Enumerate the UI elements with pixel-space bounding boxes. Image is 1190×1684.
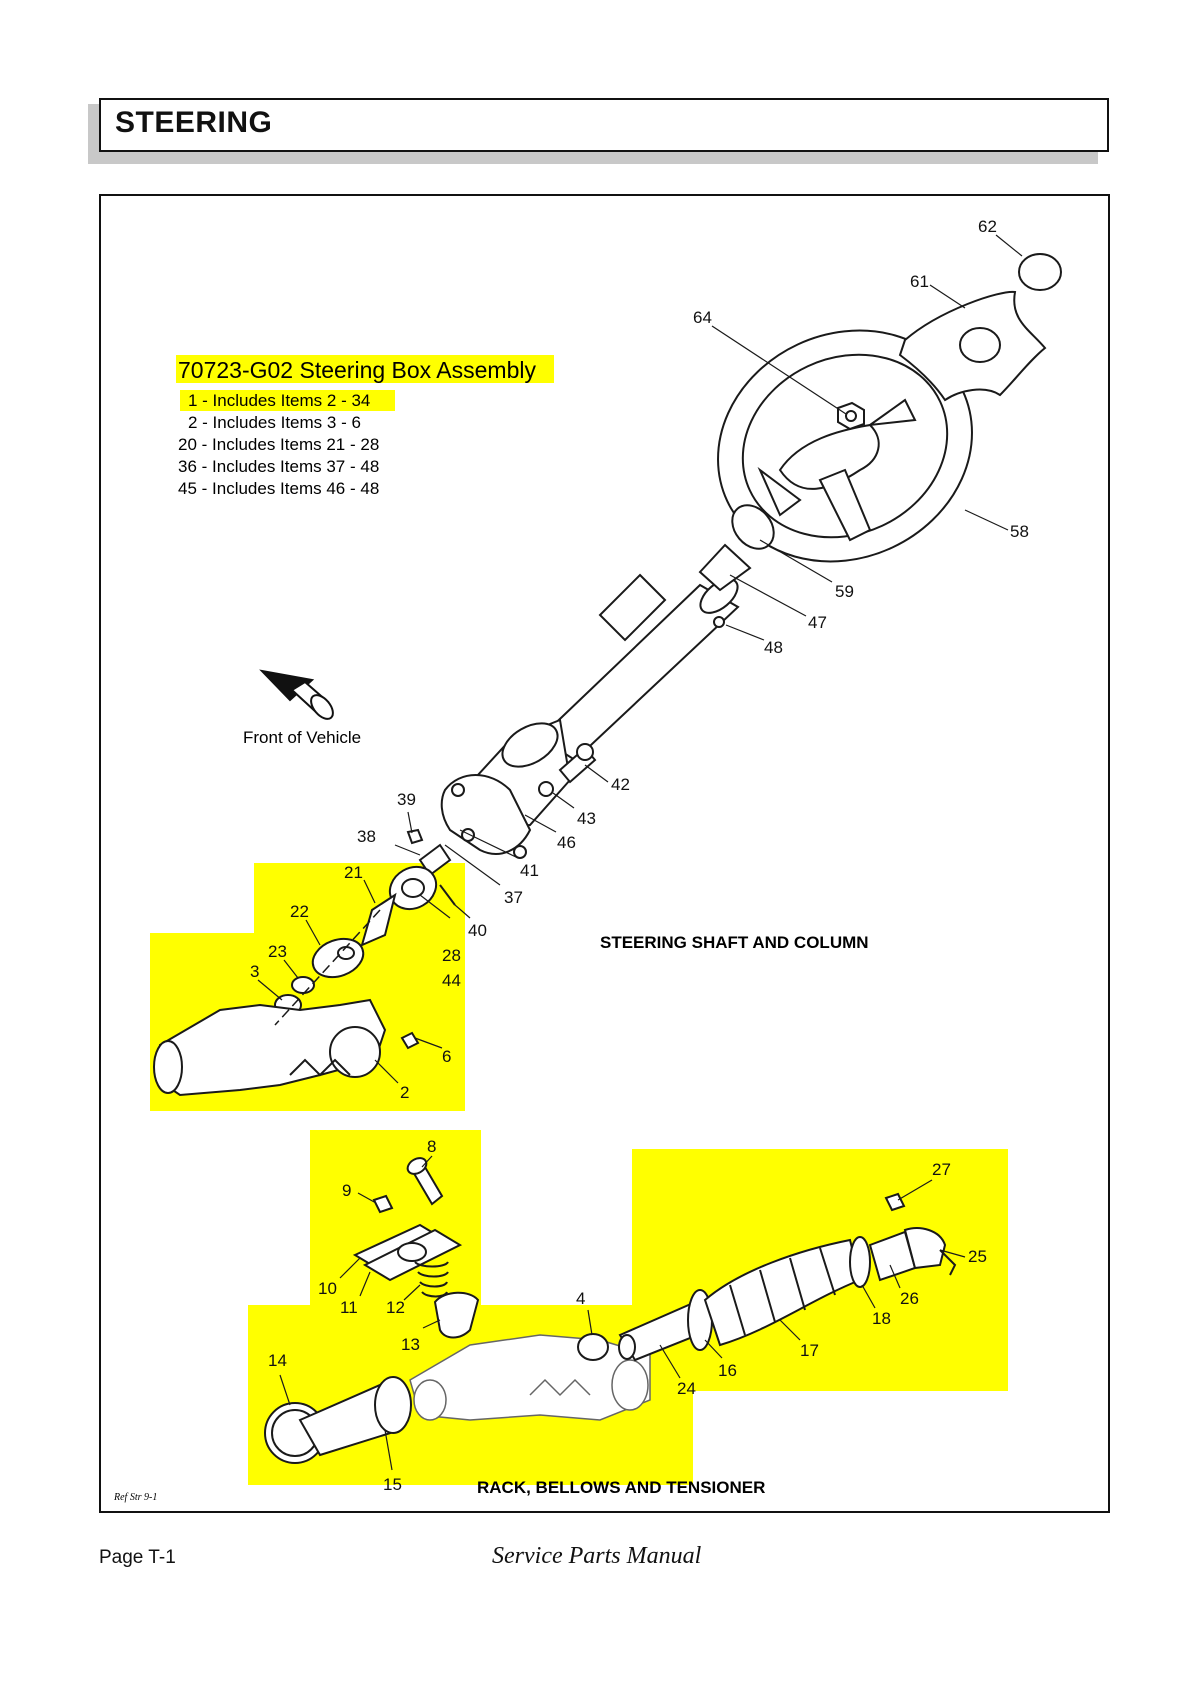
diagram-frame (99, 194, 1110, 1513)
part-label: 22 (290, 902, 309, 921)
part-label: 27 (932, 1160, 951, 1179)
part-label: 15 (383, 1475, 402, 1494)
part-label: 48 (764, 638, 783, 657)
steering-box-assembly (153, 865, 438, 1097)
part-label: 40 (468, 921, 487, 940)
clamp-18 (849, 1236, 871, 1288)
part-label: 41 (520, 861, 539, 880)
tie-rod-end-25 (903, 1227, 947, 1270)
manual-title: Service Parts Manual (492, 1543, 702, 1569)
spring-12 (414, 1261, 449, 1298)
legend-title-highlight (176, 355, 554, 383)
part-label: 47 (808, 613, 827, 632)
legend-line-4: 36 - Includes Items 37 - 48 (178, 457, 379, 476)
part-label: 64 (693, 308, 712, 327)
part-label: 17 (800, 1341, 819, 1360)
legend-line-3: 20 - Includes Items 21 - 28 (178, 435, 379, 454)
highlight-tensioner (310, 1130, 481, 1310)
legend-line-1: 1 - Includes Items 2 - 34 (188, 391, 370, 410)
pinion-21 (360, 892, 397, 947)
fitting-9 (372, 1194, 394, 1214)
part-label: 59 (835, 582, 854, 601)
part-label: 6 (442, 1047, 451, 1066)
yoke-13 (433, 1291, 480, 1339)
rack-assembly (264, 1192, 957, 1464)
part-label: 46 (557, 833, 576, 852)
fitting-27 (884, 1192, 906, 1212)
part-label: 43 (577, 809, 596, 828)
ref-note: Ref Str 9-1 (113, 1492, 157, 1503)
part-label: 4 (576, 1289, 585, 1308)
assembly-title: 70723-G02 Steering Box Assembly (178, 357, 536, 383)
part-label: 25 (968, 1247, 987, 1266)
part-label: 3 (250, 962, 259, 981)
page-title: STEERING (115, 106, 273, 139)
part-label: 14 (268, 1351, 287, 1370)
part-label: 9 (342, 1181, 351, 1200)
ring-23 (291, 976, 315, 994)
part-label: 8 (427, 1137, 436, 1156)
part-label: 10 (318, 1279, 337, 1298)
part-label: 23 (268, 942, 287, 961)
center-cap (1018, 253, 1062, 291)
page-number: Page T-1 (99, 1547, 176, 1568)
part-label: 61 (910, 272, 929, 291)
part-label: 42 (611, 775, 630, 794)
part-label: 37 (504, 888, 523, 907)
part-label: 21 (344, 863, 363, 882)
legend-line-5: 45 - Includes Items 46 - 48 (178, 479, 379, 498)
part-label: 62 (978, 217, 997, 236)
part-label: 16 (718, 1361, 737, 1380)
part-label: 11 (340, 1298, 358, 1317)
legend-line1-highlight (180, 390, 395, 411)
bushing-4 (577, 1333, 609, 1361)
leader-lines (257, 234, 1023, 1471)
part-label: 39 (397, 790, 416, 809)
rack-section-title: RACK, BELLOWS AND TENSIONER (477, 1478, 765, 1497)
part-label: 13 (401, 1335, 420, 1354)
part-label: 58 (1010, 522, 1029, 541)
section-header: STEERING (99, 98, 1109, 152)
part-label: 2 (400, 1083, 409, 1102)
part-labels: 62 61 64 58 59 47 48 42 43 46 41 37 39 3… (250, 217, 1029, 1494)
front-of-vehicle-label: Front of Vehicle (243, 728, 361, 747)
part-label: 38 (357, 827, 376, 846)
part-label: 26 (900, 1289, 919, 1308)
part-label: 28 (442, 946, 461, 965)
tensioner-assembly (352, 1157, 480, 1339)
part-label: 24 (677, 1379, 696, 1398)
part-label: 44 (442, 971, 461, 990)
steering-wheel-assembly (406, 253, 1062, 906)
fitting-6 (400, 1031, 420, 1050)
shaft-section-title: STEERING SHAFT AND COLUMN (600, 933, 869, 952)
legend-line-2: 2 - Includes Items 3 - 6 (188, 413, 361, 432)
part-label: 12 (386, 1298, 405, 1317)
part-label: 18 (872, 1309, 891, 1328)
front-arrow-icon (259, 669, 334, 720)
